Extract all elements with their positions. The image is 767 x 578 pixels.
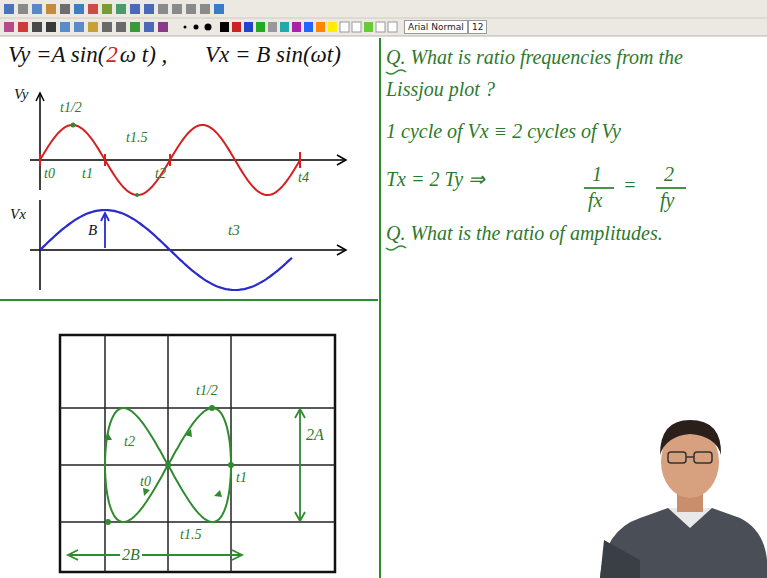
time-marker: t3 — [228, 222, 240, 239]
fraction-part: 1 — [592, 163, 602, 186]
axis-label: Vx — [10, 206, 26, 223]
font-size: 12 — [468, 20, 487, 34]
time-marker: t1 — [236, 470, 247, 486]
fraction-part: fx — [588, 189, 602, 212]
equation-text: 2 — [106, 42, 118, 68]
fraction-bar — [584, 187, 614, 189]
time-marker: t2 — [155, 166, 166, 182]
time-marker: t1.5 — [180, 527, 201, 543]
equation-text: Vx = B sin(ωt) — [205, 42, 341, 68]
question-text: Q. What is ratio frequencies from the — [386, 46, 683, 69]
time-marker: t0 — [140, 474, 151, 490]
equation-text: Vy =A sin( — [8, 42, 105, 68]
question-text: Q. What is the ratio of amplitudes. — [386, 222, 663, 245]
fraction-part: = — [623, 174, 637, 197]
page-divider — [379, 38, 381, 578]
toolbar — [0, 0, 767, 36]
underline-mark — [386, 70, 406, 74]
toolbar-border — [0, 36, 767, 37]
vy-plot — [30, 93, 346, 197]
dimension-label: 2A — [306, 426, 324, 444]
scope-screen — [60, 335, 335, 572]
fraction-part: 2 — [664, 163, 674, 186]
presenter-figure — [600, 420, 767, 578]
time-marker: t4 — [298, 170, 309, 186]
time-marker: t2 — [124, 434, 135, 450]
time-marker: t1.5 — [126, 130, 147, 146]
font-name: Arial Normal — [404, 20, 468, 34]
toolbar-divider — [0, 18, 767, 19]
section-divider — [0, 299, 378, 301]
equation-text: ω t) , — [120, 42, 168, 68]
axis-label: Vy — [14, 86, 28, 103]
vx-plot — [30, 200, 346, 290]
amplitude-label: B — [88, 222, 97, 239]
underline-mark — [386, 246, 406, 250]
fraction-bar — [656, 187, 686, 189]
time-marker: t1 — [82, 166, 93, 182]
question-text: Lissjou plot ? — [386, 78, 495, 101]
dimension-label: 2B — [120, 546, 142, 564]
fraction-part: fy — [660, 189, 674, 212]
time-marker: t1/2 — [196, 383, 218, 399]
time-marker: t0 — [44, 166, 55, 182]
note-text: 1 cycle of Vx ≡ 2 cycles of Vy — [386, 120, 621, 143]
note-text: Tx = 2 Ty ⇒ — [386, 168, 485, 191]
time-marker: t1/2 — [60, 100, 82, 116]
toolbar-icons — [4, 4, 397, 32]
